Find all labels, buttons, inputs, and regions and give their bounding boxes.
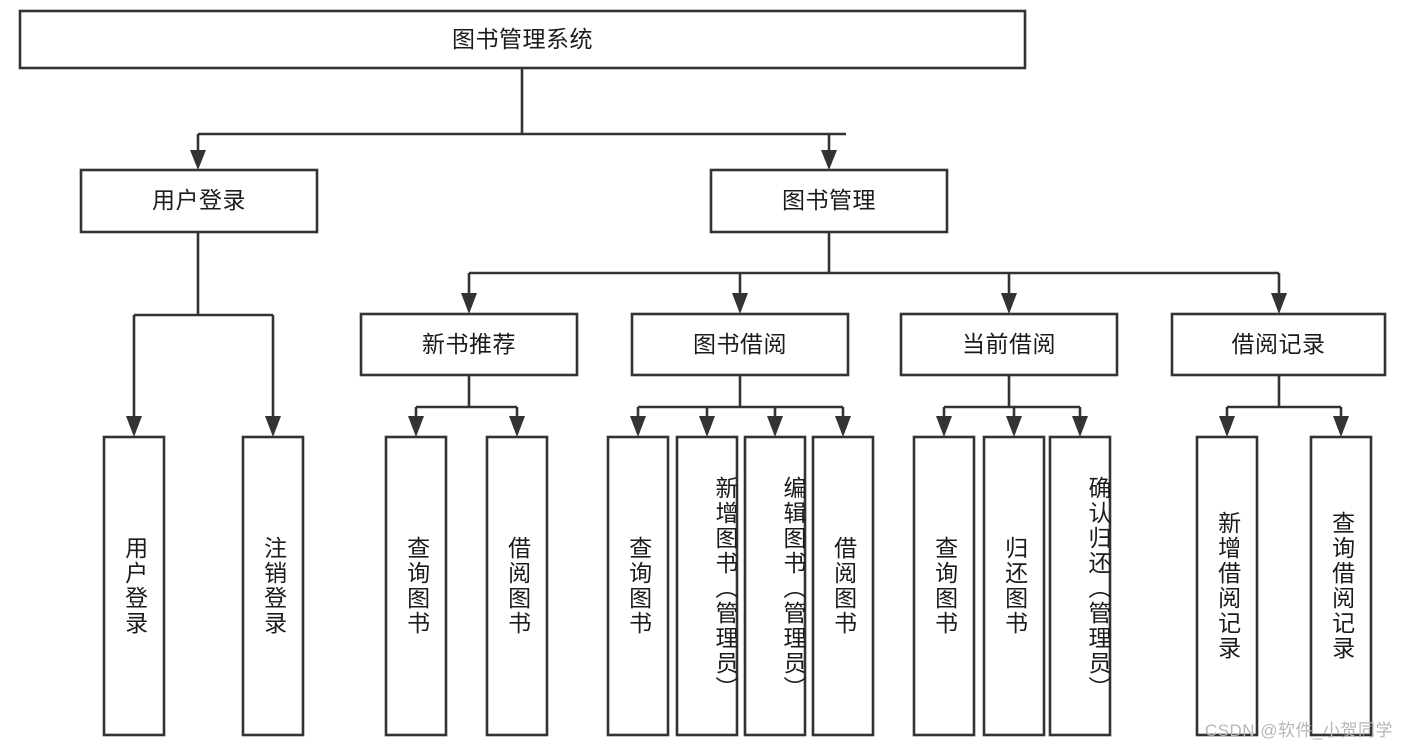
- node-box-current-borrow[interactable]: [899, 312, 1119, 377]
- node-box-record-query[interactable]: [1309, 435, 1373, 737]
- node-box-borrow-record[interactable]: [1170, 312, 1387, 377]
- node-box-new-book-recommend[interactable]: [359, 312, 579, 377]
- connector-userlogin-to-leaves: [126, 232, 281, 437]
- node-box-book-manage[interactable]: [709, 168, 949, 234]
- node-box-user-login-login[interactable]: [102, 435, 166, 737]
- connector-currentborrow-to-leaves: [936, 375, 1088, 437]
- node-box-borrow-borrow-book[interactable]: [811, 435, 875, 737]
- connector-root-to-level2: [190, 68, 846, 170]
- connector-recommend-to-leaves: [408, 375, 525, 437]
- node-box-recommend-borrow-book[interactable]: [485, 435, 549, 737]
- node-box-user-login[interactable]: [79, 168, 319, 234]
- node-box-book-borrow[interactable]: [630, 312, 850, 377]
- node-box-current-confirm-return[interactable]: [1048, 435, 1112, 737]
- watermark-text: CSDN @软件_小贺同学: [1204, 721, 1393, 740]
- node-box-borrow-query-book[interactable]: [606, 435, 670, 737]
- node-box-record-add[interactable]: [1195, 435, 1259, 737]
- node-box-borrow-add-book[interactable]: [675, 435, 739, 737]
- connector-bookmanage-to-level3: [461, 232, 1287, 314]
- connector-bookborrow-to-leaves: [630, 375, 851, 437]
- connector-borrowrecord-to-leaves: [1219, 375, 1349, 437]
- node-box-current-query-book[interactable]: [912, 435, 976, 737]
- node-box-borrow-edit-book[interactable]: [743, 435, 807, 737]
- node-box-user-login-logout[interactable]: [241, 435, 305, 737]
- node-box-recommend-query-book[interactable]: [384, 435, 448, 737]
- node-box-root[interactable]: [18, 9, 1027, 70]
- node-box-current-return-book[interactable]: [982, 435, 1046, 737]
